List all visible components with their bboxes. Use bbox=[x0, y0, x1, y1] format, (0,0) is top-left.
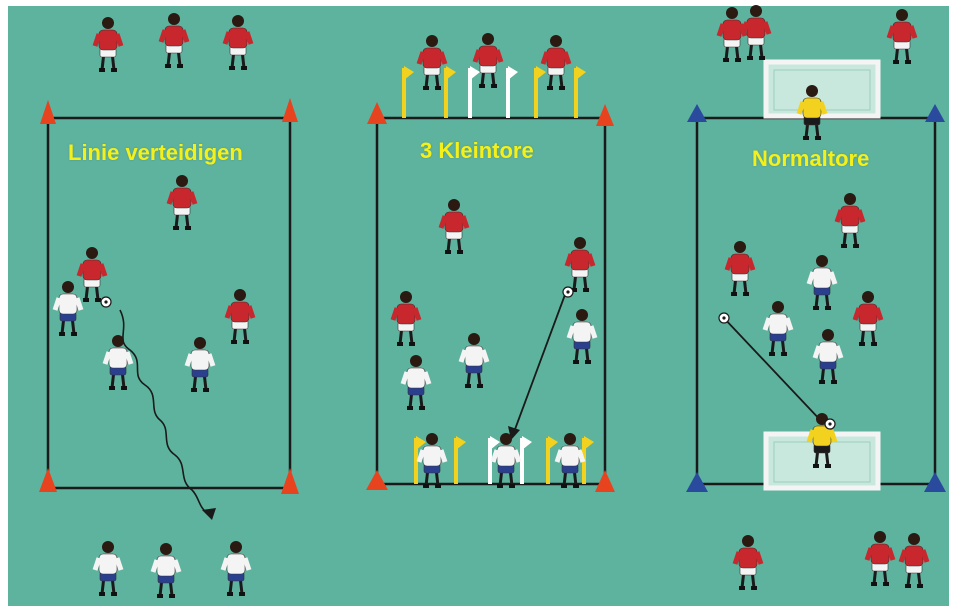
player-red bbox=[740, 5, 772, 60]
small-goal bbox=[414, 436, 466, 484]
player-red bbox=[438, 199, 470, 254]
player-white bbox=[806, 255, 838, 310]
player-red bbox=[158, 13, 190, 68]
player-white bbox=[416, 433, 448, 488]
small-goal bbox=[488, 436, 532, 484]
player-white bbox=[554, 433, 586, 488]
player-red bbox=[390, 291, 422, 346]
cone bbox=[686, 472, 708, 492]
player-white bbox=[92, 541, 124, 596]
cone bbox=[925, 104, 945, 122]
cone bbox=[596, 104, 614, 126]
field-2-title: 3 Kleintore bbox=[420, 138, 534, 163]
small-goals-top bbox=[402, 66, 586, 118]
small-goal bbox=[534, 66, 586, 118]
player-red bbox=[76, 247, 108, 302]
arrow-head bbox=[202, 508, 216, 520]
balls bbox=[100, 286, 836, 430]
small-goal bbox=[402, 66, 456, 118]
cone bbox=[281, 468, 299, 494]
player-white bbox=[490, 433, 522, 488]
player-red bbox=[864, 531, 896, 586]
player-red bbox=[724, 241, 756, 296]
cone bbox=[687, 104, 707, 122]
player-white bbox=[400, 355, 432, 410]
player-red bbox=[222, 15, 254, 70]
pass-line bbox=[513, 291, 567, 433]
field-3-title: Normaltore bbox=[752, 146, 870, 171]
player-red bbox=[564, 237, 596, 292]
goalkeeper bbox=[806, 413, 838, 468]
player-red bbox=[886, 9, 918, 64]
cone bbox=[39, 468, 57, 492]
player-red bbox=[852, 291, 884, 346]
players bbox=[52, 5, 930, 598]
field-1-title: Linie verteidigen bbox=[68, 140, 243, 165]
field-2 bbox=[366, 66, 615, 492]
ball bbox=[100, 296, 112, 308]
player-red bbox=[166, 175, 198, 230]
player-red bbox=[898, 533, 930, 588]
player-red bbox=[472, 33, 504, 88]
cone bbox=[595, 470, 615, 492]
player-white bbox=[566, 309, 598, 364]
cone bbox=[40, 100, 56, 124]
small-goal bbox=[468, 66, 518, 118]
player-red bbox=[732, 535, 764, 590]
player-white bbox=[150, 543, 182, 598]
player-white bbox=[812, 329, 844, 384]
small-goals-bottom bbox=[414, 436, 594, 484]
player-white bbox=[102, 335, 134, 390]
player-white bbox=[52, 281, 84, 336]
cone bbox=[367, 102, 387, 124]
cone bbox=[366, 470, 388, 490]
player-red bbox=[416, 35, 448, 90]
cone bbox=[282, 98, 298, 122]
goalkeeper bbox=[796, 85, 828, 140]
player-red bbox=[92, 17, 124, 72]
shot-line bbox=[721, 315, 825, 425]
ball bbox=[562, 286, 574, 298]
dribble-path bbox=[119, 309, 211, 516]
ball bbox=[824, 418, 836, 430]
player-white bbox=[458, 333, 490, 388]
player-white bbox=[762, 301, 794, 356]
player-red bbox=[540, 35, 572, 90]
field-1 bbox=[39, 98, 299, 520]
player-white bbox=[184, 337, 216, 392]
player-red bbox=[834, 193, 866, 248]
player-white bbox=[220, 541, 252, 596]
field-1-boundary bbox=[46, 116, 292, 490]
player-red bbox=[224, 289, 256, 344]
cone bbox=[924, 472, 946, 492]
ball bbox=[718, 312, 730, 324]
